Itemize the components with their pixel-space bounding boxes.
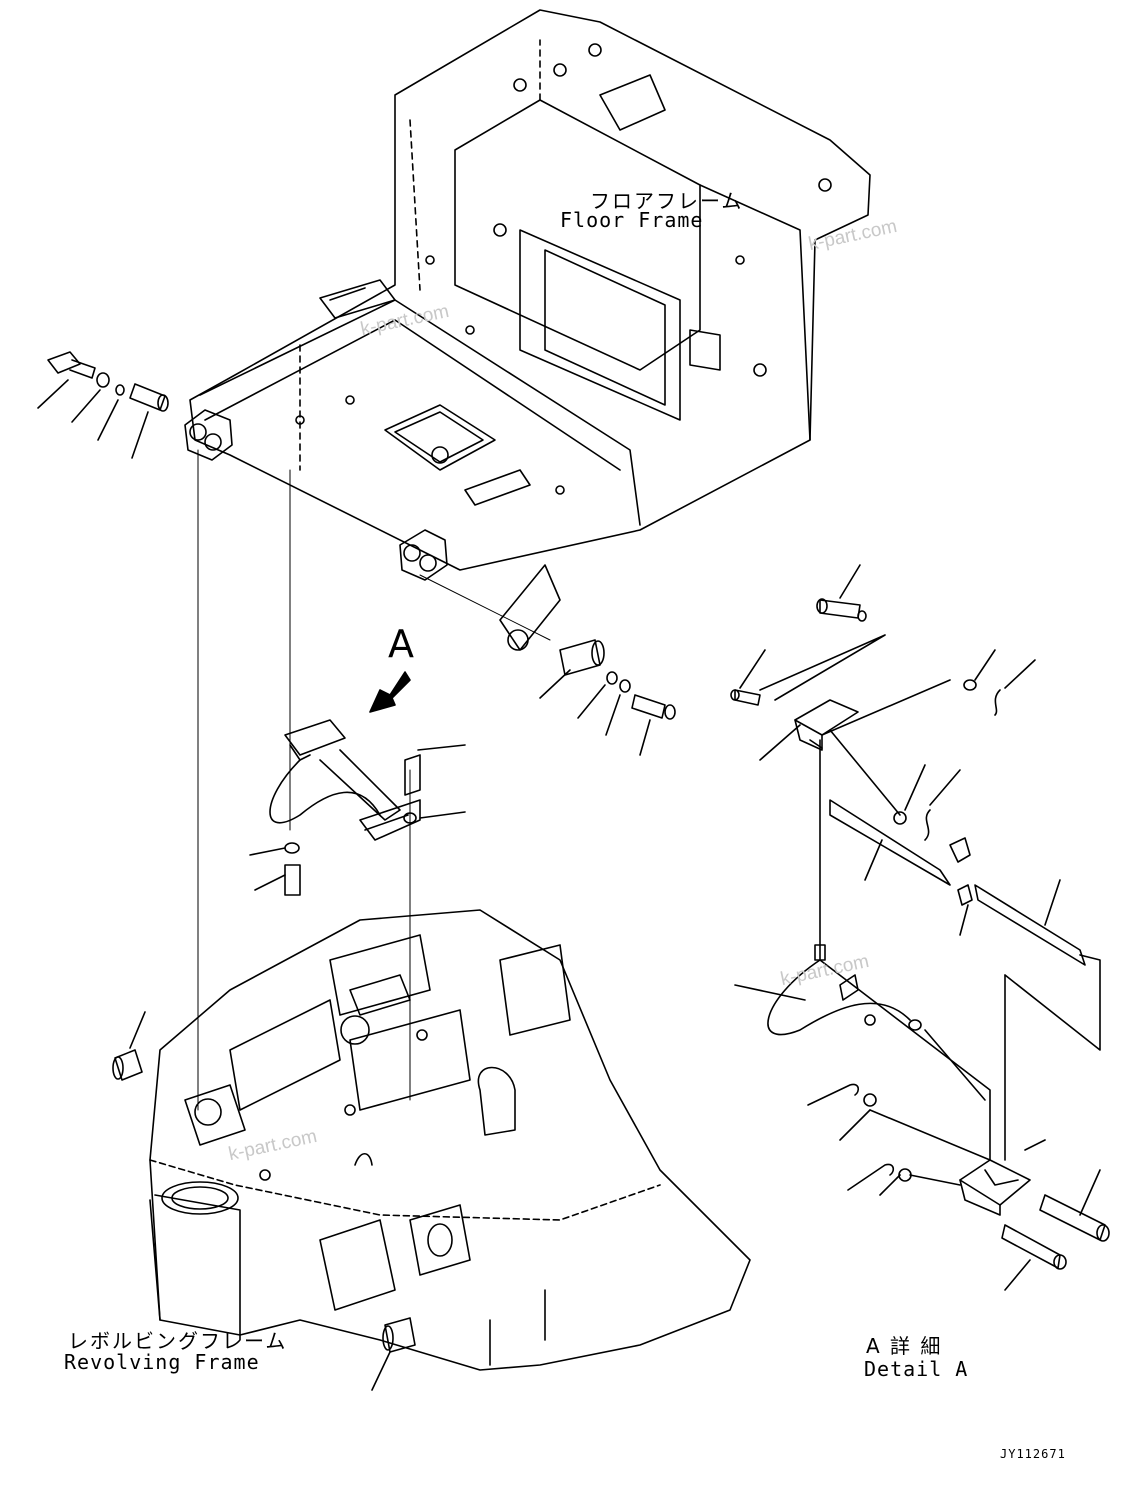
view-arrow-a xyxy=(369,671,411,713)
lock-lever-assembly xyxy=(249,719,466,896)
floor-frame xyxy=(184,9,871,651)
view-marker-a: A xyxy=(388,622,414,666)
revolving-frame xyxy=(149,909,751,1371)
front-mount-hardware xyxy=(37,351,169,459)
detail-a-view xyxy=(730,564,1110,1291)
revolving-frame-label-jp: レボルビングフレーム xyxy=(68,1329,288,1353)
rear-mount-hardware xyxy=(539,639,676,756)
floor-frame-label-jp: フロアフレーム xyxy=(590,189,744,213)
drawing-code: JY112671 xyxy=(1000,1447,1066,1461)
revolving-frame-label-en: Revolving Frame xyxy=(64,1350,260,1374)
detail-a-label-en: Detail A xyxy=(864,1357,969,1381)
floor-frame-label-en: Floor Frame xyxy=(560,208,704,232)
detail-a-label-jp: A 詳 細 xyxy=(866,1334,943,1358)
bushings xyxy=(112,1011,416,1391)
